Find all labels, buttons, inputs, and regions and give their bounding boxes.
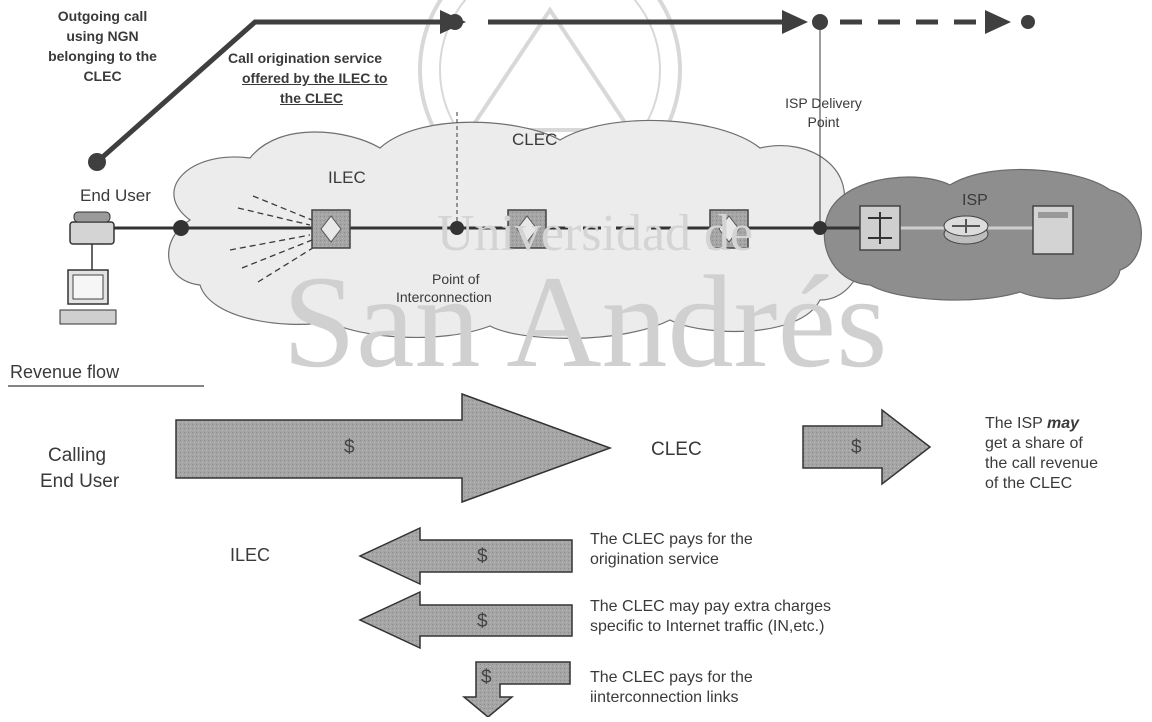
switch-icon — [311, 209, 351, 249]
outgoing-call-path — [88, 10, 1035, 171]
router-icon — [943, 215, 989, 245]
dollar-sign: $ — [851, 437, 862, 458]
dollar-sign: $ — [481, 667, 492, 688]
interconnection-links-note: The CLEC pays for the iinterconnection l… — [590, 669, 753, 706]
clec-revenue-label: CLEC — [651, 439, 702, 460]
switch-icon — [709, 209, 749, 249]
telephone-icon — [69, 211, 115, 245]
point-of-interconnection-label: Point of Interconnection — [396, 271, 492, 305]
call-origination-label: Call origination service offered by the … — [228, 50, 388, 106]
isp-cloud-label: ISP — [962, 192, 988, 209]
isp-share-note-line1: The ISP may — [985, 415, 1079, 432]
watermark-universidad: Universidad de — [436, 205, 754, 262]
outgoing-call-label: Outgoing call using NGN belonging to the… — [48, 8, 157, 84]
switch-icon — [507, 209, 547, 249]
revenue-flow-heading: Revenue flow — [10, 362, 120, 382]
isp-switch-icon — [859, 205, 901, 251]
dollar-sign: $ — [477, 546, 488, 567]
server-icon — [1032, 205, 1074, 255]
ilec-revenue-label: ILEC — [230, 545, 271, 565]
isp-share-note: The ISP may get a share of the call reve… — [985, 414, 1145, 494]
access-dashed-lines — [229, 195, 317, 283]
internet-charges-arrow — [358, 590, 573, 650]
origination-payment-note: The CLEC pays for the origination servic… — [590, 531, 753, 568]
ilec-cloud-label: ILEC — [328, 168, 366, 187]
calling-end-user-label: Calling End User — [40, 445, 120, 492]
watermark-san-andres: San Andrés — [282, 248, 888, 395]
user-to-clec-arrow — [175, 392, 613, 504]
dollar-sign: $ — [344, 437, 355, 458]
isp-delivery-point-label: ISP Delivery Point — [785, 95, 862, 130]
clec-cloud-label: CLEC — [512, 130, 558, 149]
internet-charges-note: The CLEC may pay extra charges specific … — [590, 598, 831, 635]
computer-icon — [59, 269, 117, 325]
origination-payment-arrow — [358, 526, 573, 586]
interconnection-payment-arrow — [461, 661, 571, 718]
dollar-sign: $ — [477, 611, 488, 632]
network-node — [173, 220, 827, 236]
end-user-label: End User — [80, 186, 151, 205]
clec-to-isp-arrow — [802, 408, 932, 486]
